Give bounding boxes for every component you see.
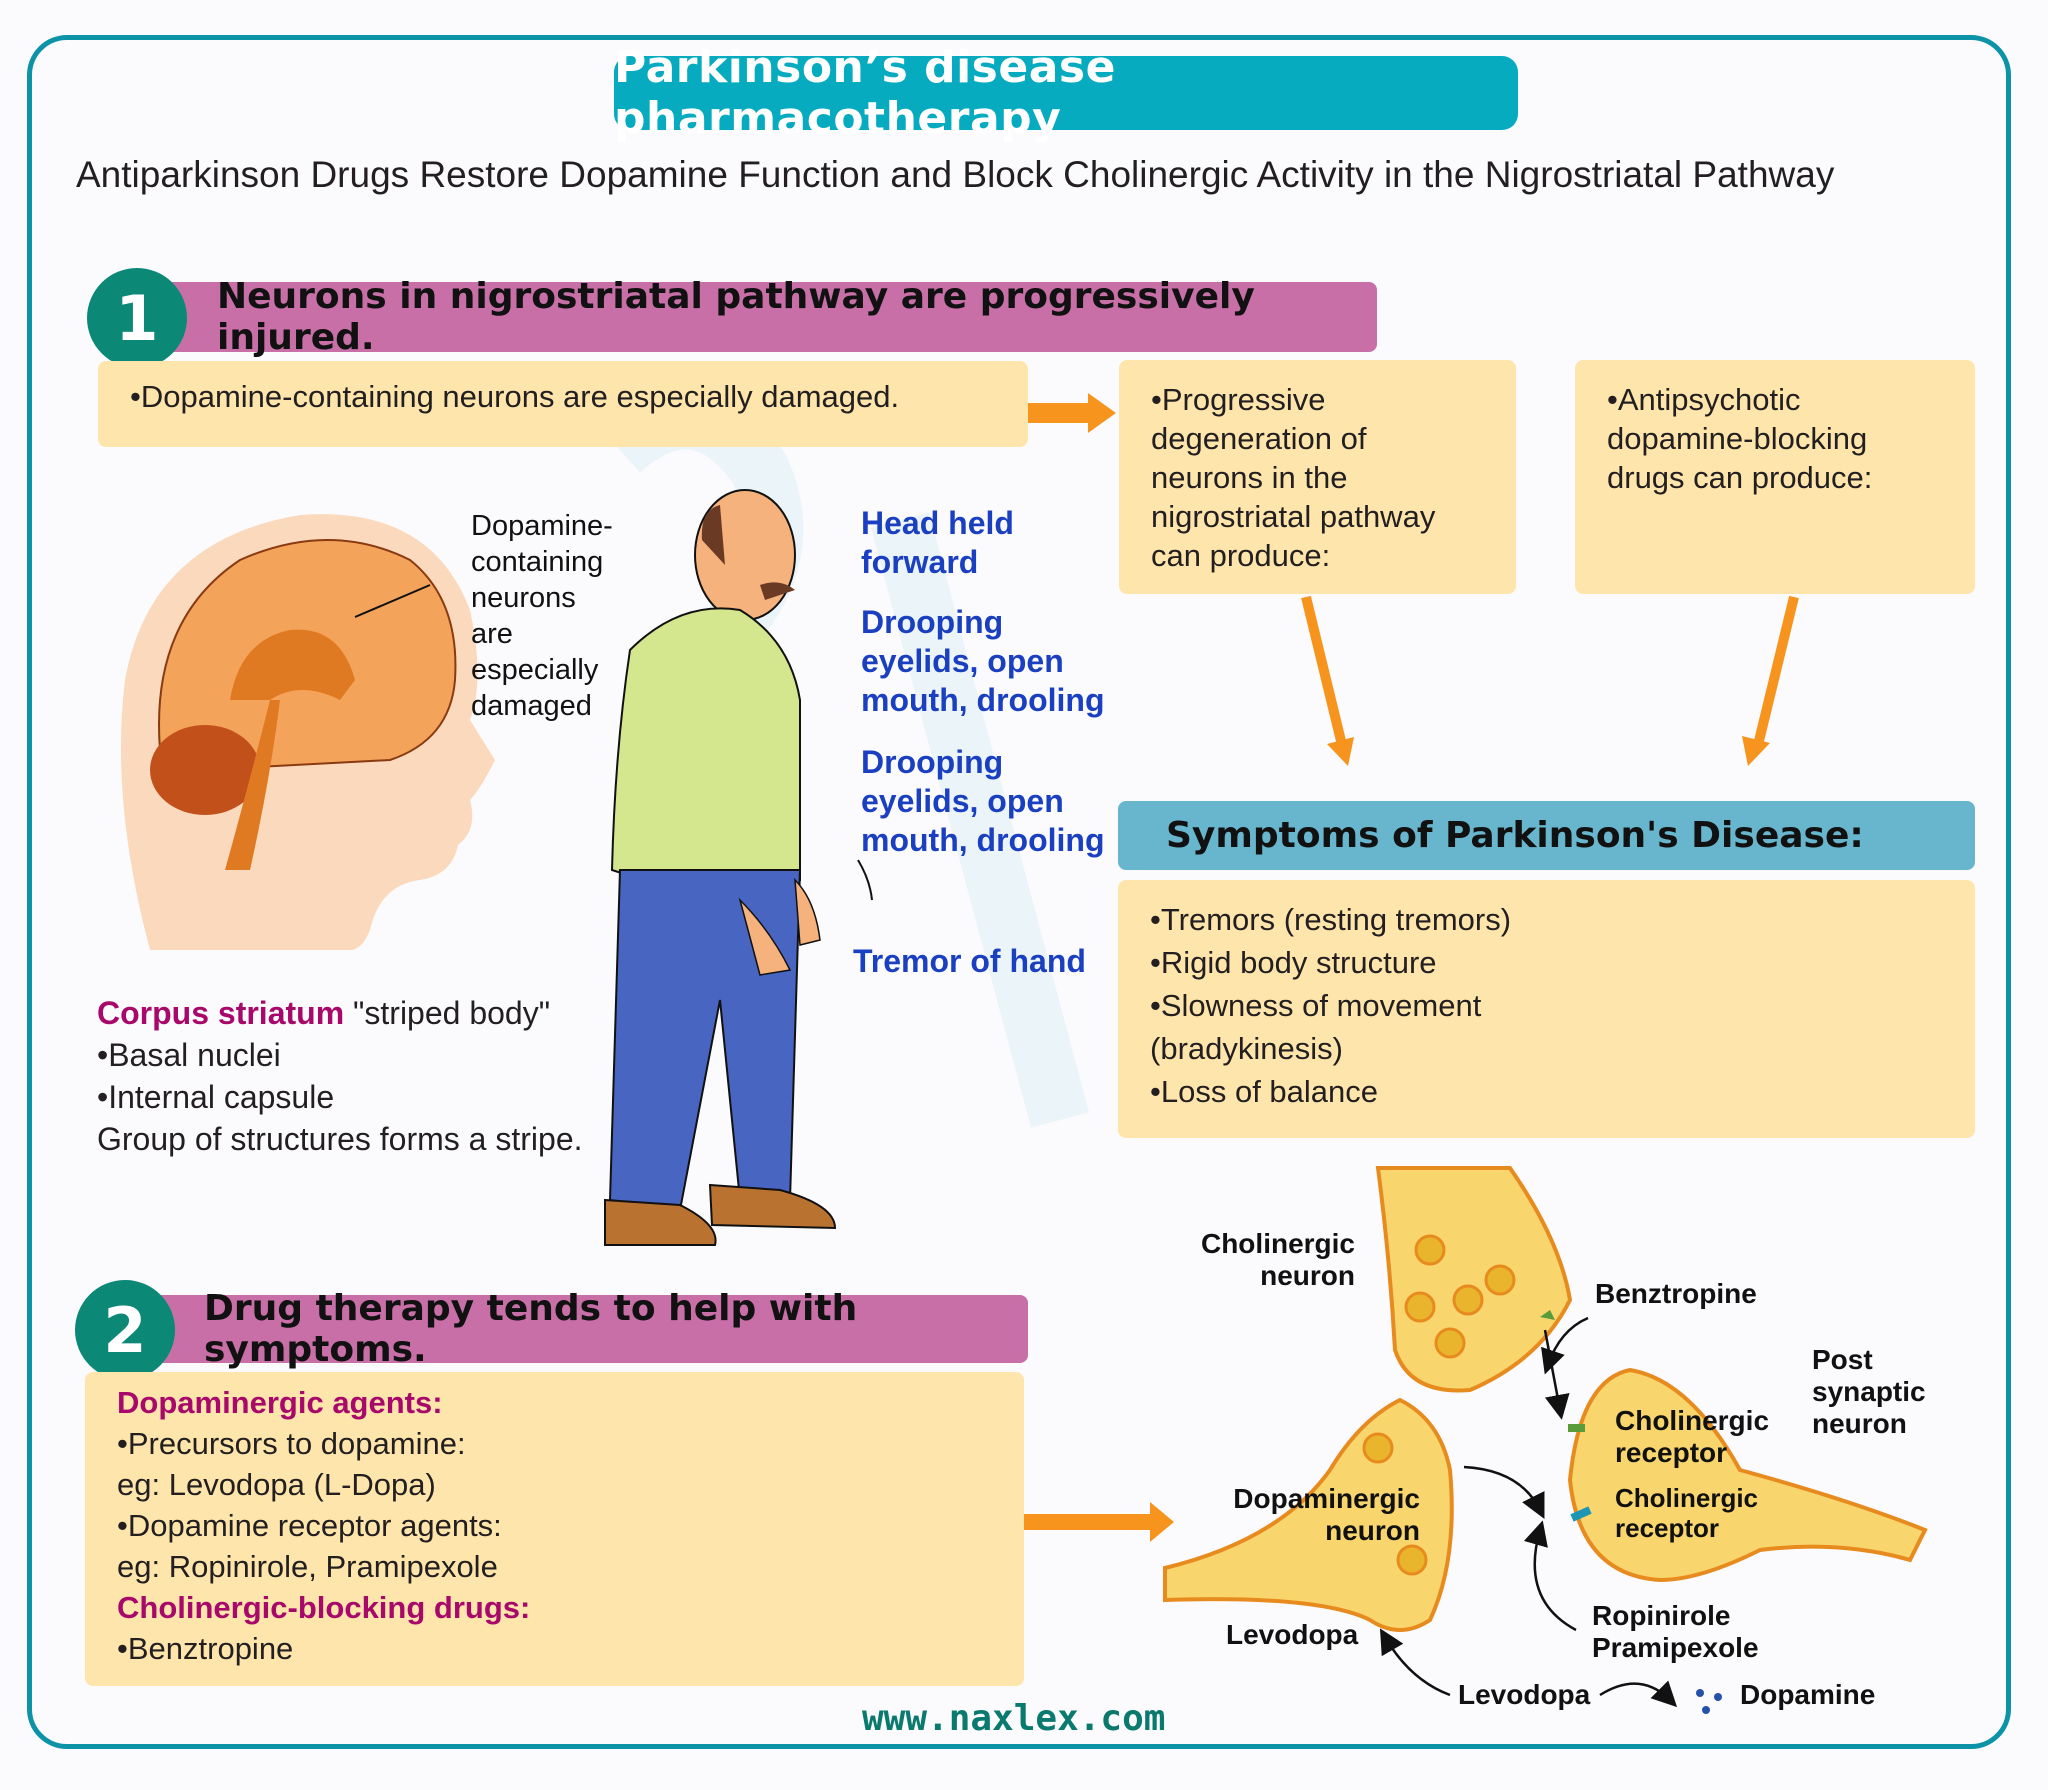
step2-heading: Drug therapy tends to help with symptoms… bbox=[204, 1288, 858, 1370]
label-line: synaptic bbox=[1812, 1376, 1926, 1407]
label-line: neuron bbox=[1812, 1408, 1907, 1439]
corpus-definition: "striped body" bbox=[344, 995, 551, 1031]
label-line: neuron bbox=[1260, 1260, 1355, 1291]
label-line: forward bbox=[861, 544, 979, 580]
label-line: Head held bbox=[861, 505, 1014, 541]
label-line: mouth, drooling bbox=[861, 822, 1105, 858]
brain-label-line: neurons bbox=[471, 582, 576, 614]
step2-badge: 2 bbox=[75, 1280, 175, 1380]
label-line: receptor bbox=[1615, 1437, 1728, 1468]
label-head-forward: Head held forward bbox=[861, 504, 1014, 582]
corpus-striatum-note: Corpus striatum "striped body" •Basal nu… bbox=[97, 992, 597, 1160]
page-frame bbox=[27, 35, 2011, 1749]
drug-line: •Dopamine receptor agents: bbox=[117, 1508, 502, 1543]
dopamine-neurons-text: •Dopamine-containing neurons are especia… bbox=[130, 379, 900, 414]
cholinergic-title: Cholinergic-blocking drugs: bbox=[117, 1590, 531, 1625]
arrow-down-2 bbox=[1742, 595, 1799, 766]
step1-heading-bar: Neurons in nigrostriatal pathway are pro… bbox=[165, 276, 1377, 358]
brain-label-line: are bbox=[471, 618, 513, 650]
symptom-item: (bradykinesis) bbox=[1150, 1031, 1343, 1066]
label-line: mouth, drooling bbox=[861, 682, 1105, 718]
label-benztropine: Benztropine bbox=[1595, 1278, 1757, 1309]
drug-line: •Precursors to dopamine: bbox=[117, 1426, 466, 1461]
arrow-right-2 bbox=[1024, 1502, 1174, 1542]
label-line: Drooping bbox=[861, 604, 1004, 640]
symptoms-box: •Tremors (resting tremors) •Rigid body s… bbox=[1118, 880, 1975, 1138]
dopaminergic-title: Dopaminergic agents: bbox=[117, 1385, 443, 1420]
symptom-item: •Slowness of movement bbox=[1150, 988, 1482, 1023]
symptoms-heading: Symptoms of Parkinson's Disease: bbox=[1166, 815, 1864, 856]
drug-line: •Benztropine bbox=[117, 1631, 294, 1666]
label-line: Drooping bbox=[861, 744, 1004, 780]
progressive-line: can produce: bbox=[1151, 538, 1331, 573]
symptoms-heading-bar: Symptoms of Parkinson's Disease: bbox=[1118, 801, 1975, 870]
label-tremor: Tremor of hand bbox=[853, 943, 1086, 979]
progressive-line: neurons in the bbox=[1151, 460, 1348, 495]
footer-url[interactable]: www.naxlex.com bbox=[862, 1698, 1166, 1739]
antipsychotic-box: •Antipsychotic dopamine-blocking drugs c… bbox=[1575, 360, 1975, 594]
label-ropinirole-pramipexole: Ropinirole Pramipexole bbox=[1592, 1600, 1759, 1664]
label-levodopa-top: Levodopa bbox=[1226, 1619, 1359, 1650]
symptom-item: •Rigid body structure bbox=[1150, 945, 1437, 980]
label-line: Cholinergic bbox=[1200, 1228, 1355, 1259]
label-line: receptor bbox=[1615, 1513, 1720, 1543]
symptom-item: •Loss of balance bbox=[1150, 1074, 1379, 1109]
antipsychotic-line: dopamine-blocking bbox=[1607, 421, 1868, 456]
label-post-synaptic-neuron: Post synaptic neuron bbox=[1812, 1344, 1926, 1440]
brain-head-illustration bbox=[120, 514, 495, 950]
label-drooping-2: Drooping eyelids, open mouth, drooling bbox=[861, 743, 1105, 860]
arrow-down-1 bbox=[1301, 595, 1354, 766]
symptom-item: •Tremors (resting tremors) bbox=[1150, 902, 1512, 937]
brain-label: Dopamine- containing neurons are especia… bbox=[471, 508, 613, 724]
brain-label-line: Dopamine- bbox=[471, 510, 613, 542]
label-dopamine: Dopamine bbox=[1740, 1679, 1876, 1710]
progressive-line: nigrostriatal pathway bbox=[1151, 499, 1436, 534]
corpus-item: •Basal nuclei bbox=[97, 1037, 281, 1073]
label-cholinergic-receptor-2: Cholinergic receptor bbox=[1615, 1483, 1758, 1543]
brain-label-line: containing bbox=[471, 546, 604, 578]
man-illustration bbox=[604, 489, 873, 1246]
step2-heading-bar: Drug therapy tends to help with symptoms… bbox=[150, 1288, 1028, 1370]
brain-label-line: damaged bbox=[471, 690, 592, 722]
drug-line: eg: Levodopa (L-Dopa) bbox=[117, 1467, 436, 1502]
brain-label-line: especially bbox=[471, 654, 599, 686]
corpus-term: Corpus striatum bbox=[97, 995, 345, 1031]
corpus-item: •Internal capsule bbox=[97, 1079, 335, 1115]
drug-line: eg: Ropinirole, Pramipexole bbox=[117, 1549, 498, 1584]
label-cholinergic-receptor-1: Cholinergic receptor bbox=[1615, 1405, 1769, 1469]
label-line: eyelids, open bbox=[861, 783, 1064, 819]
label-line: Post bbox=[1812, 1344, 1873, 1375]
label-line: eyelids, open bbox=[861, 643, 1064, 679]
label-line: neuron bbox=[1325, 1515, 1420, 1546]
label-levodopa-bottom: Levodopa bbox=[1458, 1679, 1591, 1710]
label-dopaminergic-neuron: Dopaminergic neuron bbox=[1220, 1483, 1420, 1547]
label-line: Cholinergic bbox=[1615, 1483, 1759, 1513]
drug-therapy-box: Dopaminergic agents: •Precursors to dopa… bbox=[85, 1372, 1024, 1686]
corpus-note: Group of structures forms a stripe. bbox=[97, 1121, 583, 1157]
page-subtitle: Antiparkinson Drugs Restore Dopamine Fun… bbox=[76, 154, 1835, 195]
label-line: Pramipexole bbox=[1592, 1632, 1759, 1663]
arrow-right-1 bbox=[1028, 393, 1116, 433]
progressive-degeneration-box: •Progressive degeneration of neurons in … bbox=[1119, 360, 1516, 594]
dopamine-neurons-box: •Dopamine-containing neurons are especia… bbox=[98, 361, 1028, 447]
label-drooping-1: Drooping eyelids, open mouth, drooling bbox=[861, 603, 1105, 720]
antipsychotic-line: drugs can produce: bbox=[1607, 460, 1873, 495]
progressive-line: degeneration of bbox=[1151, 421, 1367, 456]
progressive-line: •Progressive bbox=[1151, 382, 1326, 417]
step1-heading: Neurons in nigrostriatal pathway are pro… bbox=[217, 276, 1255, 358]
label-cholinergic-neuron: Cholinergic neuron bbox=[1195, 1228, 1355, 1292]
label-line: Ropinirole bbox=[1592, 1600, 1731, 1631]
label-line: Cholinergic bbox=[1615, 1405, 1770, 1436]
antipsychotic-line: •Antipsychotic bbox=[1607, 382, 1801, 417]
synapse-illustration bbox=[1163, 1166, 1928, 1714]
step1-badge: 1 bbox=[87, 268, 187, 368]
label-line: Dopaminergic bbox=[1233, 1483, 1420, 1514]
